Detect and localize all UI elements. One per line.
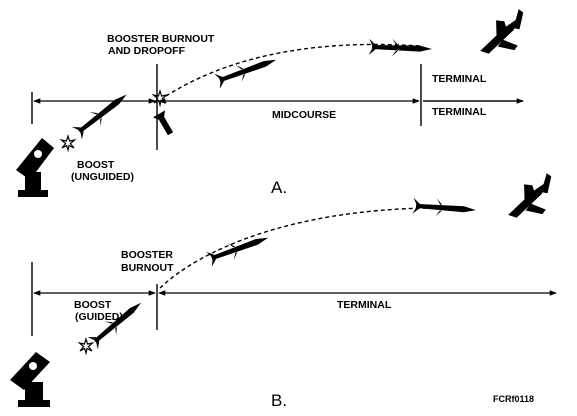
terminal-label-upper: TERMINAL [432, 73, 487, 85]
booster-label-2: BURNOUT [121, 262, 174, 274]
panel-b-caption: B. [271, 391, 287, 410]
missile-icon [213, 51, 280, 90]
missile-icon [412, 196, 477, 220]
panel-b: BOOSTER BURNOUT BOOST (GUIDED) TERMINAL … [10, 172, 557, 410]
missile-icon [71, 87, 133, 141]
trajectory-b [159, 207, 431, 289]
missile-icon [368, 37, 433, 59]
figure-code: FCRf0118 [493, 394, 534, 404]
boost-label-1: BOOST [74, 299, 112, 311]
boost-label-1: BOOST [77, 159, 115, 171]
trajectory-a [165, 43, 421, 97]
terminal-label: TERMINAL [337, 299, 392, 311]
burst-icon [78, 338, 94, 354]
burst-icon [60, 135, 76, 151]
aircraft-icon [503, 172, 557, 219]
panel-a-caption: A. [271, 178, 287, 197]
midcourse-label: MIDCOURSE [272, 109, 336, 121]
aircraft-icon [475, 8, 529, 55]
missile-icon [205, 229, 272, 268]
boost-label-2: (GUIDED) [75, 311, 123, 323]
panel-a: BOOSTER BURNOUT AND DROPOFF BOOST (UNGUI… [16, 8, 529, 197]
booster-label-1: BOOSTER [121, 249, 173, 261]
boost-label-2: (UNGUIDED) [71, 171, 134, 183]
burnout-burst-icon [152, 90, 168, 106]
launcher-icon [16, 138, 54, 197]
booster-dropoff-icon [152, 110, 174, 136]
launcher-icon [10, 352, 50, 407]
booster-burnout-label-2: AND DROPOFF [108, 45, 186, 57]
terminal-label-lower: TERMINAL [432, 106, 487, 118]
booster-burnout-label-1: BOOSTER BURNOUT [107, 33, 215, 45]
